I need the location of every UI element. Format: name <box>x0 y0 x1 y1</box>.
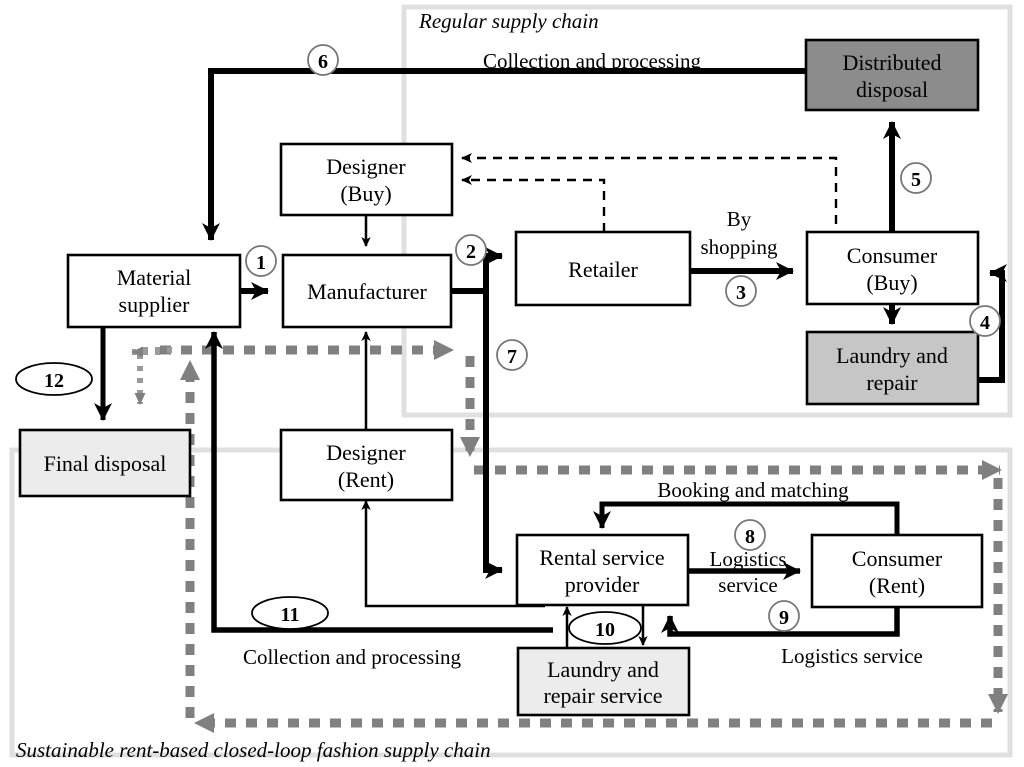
node-designer-rent[interactable]: Designer (Rent) <box>279 428 454 502</box>
flow-booking-and-matching <box>593 501 900 534</box>
node-label-line1: Rental service <box>539 545 664 570</box>
node-label-line1: Consumer <box>847 243 938 268</box>
node-label-line1: Consumer <box>852 546 943 571</box>
edge-label-by: By <box>727 207 752 231</box>
edge-label-service: service <box>718 573 777 597</box>
node-label-line1: Final disposal <box>44 451 167 476</box>
node-label-line1: Retailer <box>568 257 638 282</box>
node-final-disposal[interactable]: Final disposal <box>18 428 192 498</box>
flow-6-collection-processing <box>202 68 806 241</box>
node-material-supplier[interactable]: Material supplier <box>66 253 242 329</box>
flow-number-1: 1 <box>245 245 277 277</box>
node-rental-service-provider[interactable]: Rental service provider <box>515 533 690 607</box>
gray-dotted-closed-loop <box>180 360 1008 733</box>
flow-number-12-label: 12 <box>44 370 64 392</box>
dashed-feedback-retailer-to-designer <box>461 175 606 232</box>
edge-label-logistics-service-bottom: Logistics service <box>781 644 923 668</box>
flow-number-8-label: 8 <box>745 526 755 548</box>
node-label-line2: (Buy) <box>866 270 917 295</box>
node-label-line2: (Rent) <box>338 467 394 492</box>
node-label-line1: Material <box>117 265 192 290</box>
flow-4-laundry-repair-to-consumer <box>978 264 1007 383</box>
node-retailer[interactable]: Retailer <box>514 230 692 307</box>
node-label-line2: repair service <box>543 683 662 708</box>
node-laundry-and-repair[interactable]: Laundry and repair <box>805 330 980 406</box>
flow-number-3: 3 <box>725 275 757 307</box>
flow-number-6: 6 <box>307 44 339 76</box>
frame-title-rental-supply-chain: Sustainable rent-based closed-loop fashi… <box>16 738 491 762</box>
node-distributed-disposal[interactable]: Distributed disposal <box>804 38 980 112</box>
flow-number-8: 8 <box>734 519 766 551</box>
node-designer-buy[interactable]: Designer (Buy) <box>279 142 454 217</box>
node-consumer-rent[interactable]: Consumer (Rent) <box>810 533 984 609</box>
flow-7-manufacturer-to-rental-provider <box>483 291 503 579</box>
flow-number-4: 4 <box>969 305 1001 337</box>
node-label-line1: Designer <box>326 154 406 179</box>
flow-number-5: 5 <box>900 162 932 194</box>
flow-number-4-label: 4 <box>980 312 990 334</box>
frame-title-regular-supply-chain: Regular supply chain <box>418 9 599 33</box>
node-manufacturer[interactable]: Manufacturer <box>281 253 453 329</box>
flow-number-1-label: 1 <box>256 252 266 274</box>
flow-number-9-label: 9 <box>779 607 789 629</box>
flow-number-11-label: 11 <box>281 604 300 626</box>
frame-rental-supply-chain <box>9 447 1013 758</box>
node-consumer-buy[interactable]: Consumer (Buy) <box>805 230 980 306</box>
node-label-line1: Manufacturer <box>307 279 427 304</box>
gray-dotted-return-to-supplier <box>131 340 454 405</box>
flow-9-logistics-service-return <box>661 608 900 637</box>
flow-rental-provider-to-designer-rent <box>361 500 545 608</box>
flow-number-10: 10 <box>568 611 642 645</box>
flow-number-11: 11 <box>251 596 329 630</box>
flow-number-5-label: 5 <box>911 169 921 191</box>
flow-number-2-label: 2 <box>466 241 476 263</box>
node-laundry-and-repair-service[interactable]: Laundry and repair service <box>516 646 691 717</box>
flow-number-6-label: 6 <box>318 51 328 73</box>
edge-label-booking-and-matching: Booking and matching <box>657 478 849 502</box>
edge-label-logistics: Logistics <box>710 547 787 571</box>
flow-number-3-label: 3 <box>736 282 746 304</box>
node-label-line1: Laundry and <box>836 343 948 368</box>
flow-number-9: 9 <box>768 600 800 632</box>
flow-number-7-label: 7 <box>507 346 517 368</box>
node-label-line2: supplier <box>119 292 191 317</box>
flow-number-2: 2 <box>455 234 487 266</box>
gray-dotted-down-to-rental <box>460 356 1002 480</box>
flow-11-collection-processing-rental <box>205 331 553 633</box>
edge-label-collection-processing-bottom: Collection and processing <box>243 645 462 669</box>
node-label-line2: disposal <box>856 77 928 102</box>
flow-number-7: 7 <box>496 339 528 371</box>
node-label-line1: Laundry and <box>547 657 659 682</box>
node-label-line1: Distributed <box>843 50 942 75</box>
edge-label-collection-processing-top: Collection and processing <box>483 49 702 73</box>
flow-number-12: 12 <box>15 362 93 396</box>
flow-number-10-label: 10 <box>595 619 615 641</box>
edge-label-shopping: shopping <box>700 235 778 259</box>
node-label-line1: Designer <box>326 440 406 465</box>
node-label-line2: (Buy) <box>340 181 391 206</box>
node-label-line2: repair <box>866 370 918 395</box>
node-label-line2: (Rent) <box>869 573 925 598</box>
node-label-line2: provider <box>565 572 640 597</box>
